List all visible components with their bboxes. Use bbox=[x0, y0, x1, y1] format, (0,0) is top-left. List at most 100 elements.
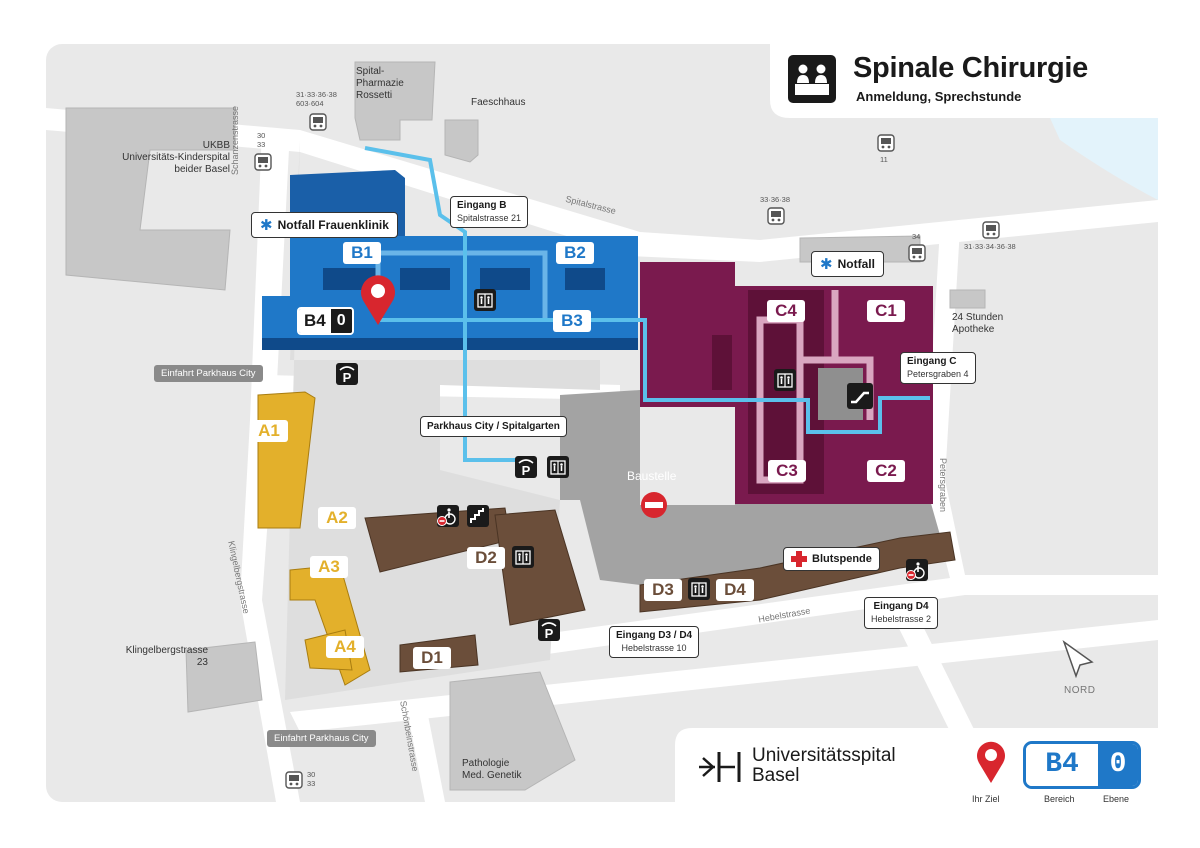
header-icon bbox=[788, 55, 836, 103]
b4-area: B4 bbox=[299, 309, 331, 333]
escalator-icon bbox=[847, 383, 873, 409]
header-panel bbox=[770, 44, 1158, 118]
callout-address: Hebelstrasse 2 bbox=[871, 614, 932, 624]
place-faeschhaus: Faeschhaus bbox=[471, 97, 526, 108]
place-apotheke: 24 Stunden Apotheke bbox=[952, 312, 1003, 336]
place-klingelbergstrasse-23: Klingelbergstrasse 23 bbox=[100, 645, 208, 669]
place-pathologie: Pathologie Med. Genetik bbox=[462, 758, 521, 782]
building-label-c1: C1 bbox=[867, 300, 905, 322]
building-label-a3: A3 bbox=[310, 556, 348, 578]
star-of-life-icon: ✱ bbox=[820, 256, 833, 273]
building-label-a1: A1 bbox=[250, 420, 288, 442]
parking-icon bbox=[335, 362, 359, 386]
stop-line: 33 bbox=[307, 779, 316, 788]
building-label-d3: D3 bbox=[644, 579, 682, 601]
north-arrow-icon bbox=[1062, 640, 1094, 679]
place-line: Med. Genetik bbox=[462, 770, 522, 781]
elevator-icon bbox=[773, 368, 797, 392]
usb-logo-icon bbox=[699, 752, 741, 782]
compass-label: NORD bbox=[1064, 685, 1096, 696]
callout-text: Notfall bbox=[837, 257, 875, 271]
callout-text: Notfall Frauenklinik bbox=[277, 218, 389, 232]
callout-eingang-c: Eingang C Petersgraben 4 bbox=[900, 352, 976, 384]
callout-eingang-b: Eingang B Spitalstrasse 21 bbox=[450, 196, 529, 228]
street-petersgraben: Petersgraben bbox=[938, 458, 948, 513]
destination-area: B4 bbox=[1026, 744, 1098, 786]
stairs-icon bbox=[467, 505, 489, 527]
building-label-a4: A4 bbox=[326, 636, 364, 658]
area-label: Bereich bbox=[1044, 794, 1075, 804]
building-label-d4: D4 bbox=[716, 579, 754, 601]
place-line: Pathologie bbox=[462, 758, 510, 769]
blood-cross-icon bbox=[791, 551, 807, 567]
b4-level: 0 bbox=[330, 309, 352, 333]
callout-text: Blutspende bbox=[812, 553, 872, 565]
neighbour-buildings bbox=[65, 61, 986, 791]
place-ukbb: UKBB Universitäts-Kinderspital beider Ba… bbox=[98, 140, 230, 176]
building-label-b1: B1 bbox=[343, 242, 381, 264]
construction-site bbox=[560, 390, 940, 585]
no-wheelchair-icon bbox=[905, 558, 929, 582]
building-label-b2: B2 bbox=[556, 242, 594, 264]
parking-icon bbox=[514, 455, 538, 479]
elevator-icon bbox=[687, 577, 711, 601]
stop-line: 603·604 bbox=[296, 99, 324, 108]
star-of-life-icon: ✱ bbox=[260, 217, 273, 234]
bus-stop-icon bbox=[908, 244, 926, 262]
callout-einfahrt-parkhaus-city-south: Einfahrt Parkhaus City bbox=[267, 730, 376, 747]
place-line: Universitäts-Kinderspital bbox=[122, 152, 230, 163]
place-line: Pharmazie bbox=[356, 78, 404, 89]
stop-line: 11 bbox=[880, 155, 888, 164]
elevator-icon bbox=[546, 455, 570, 479]
callout-title: Eingang B bbox=[457, 200, 507, 211]
parking-icon bbox=[537, 618, 561, 642]
place-line: UKBB bbox=[202, 140, 230, 151]
building-label-d1: D1 bbox=[413, 647, 451, 669]
callout-eingang-d4: Eingang D4 Hebelstrasse 2 bbox=[864, 597, 939, 629]
elevator-icon bbox=[511, 545, 535, 569]
destination-badge: B4 0 bbox=[1023, 741, 1141, 789]
logo-line: Universitätsspital bbox=[752, 745, 896, 766]
callout-title: Eingang D3 / D4 bbox=[616, 630, 693, 641]
callout-notfall: ✱ Notfall bbox=[811, 251, 884, 277]
building-label-c2: C2 bbox=[867, 460, 905, 482]
no-wheelchair-icon bbox=[436, 504, 460, 528]
bus-stop-icon bbox=[254, 153, 272, 171]
bus-stop-lines: 34 bbox=[912, 232, 920, 241]
place-line: Spital- bbox=[356, 66, 385, 77]
callout-address: Spitalstrasse 21 bbox=[457, 213, 522, 223]
callout-einfahrt-parkhaus-city-north: Einfahrt Parkhaus City bbox=[154, 365, 263, 382]
stop-line: 33·36·38 bbox=[760, 195, 791, 204]
destination-level: 0 bbox=[1098, 744, 1138, 786]
stop-line: 33 bbox=[257, 140, 266, 149]
building-label-b3: B3 bbox=[553, 310, 591, 332]
page-title: Spinale Chirurgie bbox=[853, 52, 1088, 84]
place-line: 23 bbox=[196, 657, 208, 668]
stop-line: 31·33·36·38 bbox=[296, 90, 337, 99]
elevator-icon bbox=[473, 288, 497, 312]
place-line: Klingelbergstrasse bbox=[125, 645, 208, 656]
bus-stop-icon bbox=[767, 207, 785, 225]
building-label-d2: D2 bbox=[467, 547, 505, 569]
bus-stop-lines: 30 33 bbox=[307, 770, 315, 788]
target-location-pin-icon bbox=[361, 275, 395, 325]
callout-title: Eingang D4 bbox=[873, 601, 929, 612]
logo-line: Basel bbox=[752, 765, 800, 786]
goal-label: Ihr Ziel bbox=[972, 794, 1000, 804]
river bbox=[1050, 118, 1158, 200]
bus-stop-lines: 30 33 bbox=[257, 131, 265, 149]
your-goal-pin-icon bbox=[977, 741, 1005, 783]
usb-logo-text: Universitätsspital Basel bbox=[752, 746, 896, 786]
construction-no-entry-icon bbox=[641, 492, 667, 518]
callout-notfall-frauenklinik: ✱ Notfall Frauenklinik bbox=[251, 212, 398, 238]
place-line: 24 Stunden bbox=[952, 312, 1004, 323]
bus-stop-lines: 11 bbox=[880, 155, 888, 164]
building-label-a2: A2 bbox=[318, 507, 356, 529]
place-baustelle: Baustelle bbox=[627, 469, 677, 483]
reception-desk-icon bbox=[795, 64, 829, 95]
building-label-c4: C4 bbox=[767, 300, 805, 322]
stop-line: 34 bbox=[912, 232, 921, 241]
callout-parkhaus-city-spitalgarten: Parkhaus City / Spitalgarten bbox=[420, 416, 567, 437]
callout-address: Hebelstrasse 10 bbox=[621, 643, 687, 653]
street-schanzenstrasse: Schanzenstrasse bbox=[230, 105, 240, 175]
